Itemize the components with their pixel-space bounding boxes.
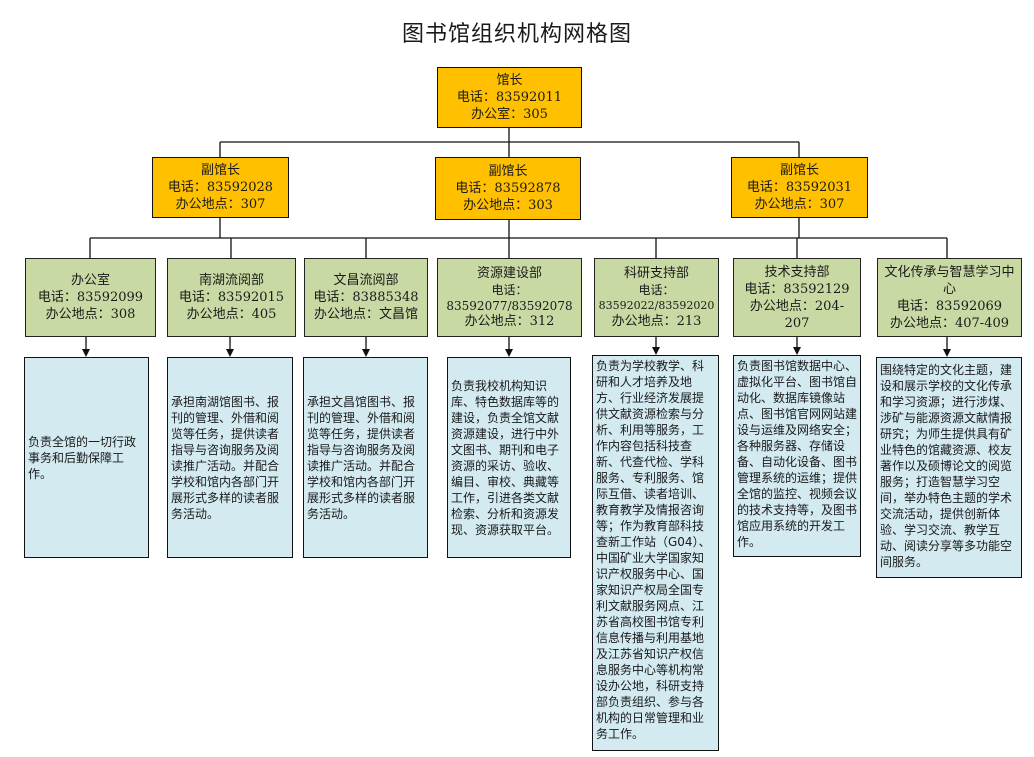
description-tech: 负责图书馆数据中心、虚拟化平台、图书馆自动化、数据库镜像站点、图书馆官网网站建设… bbox=[733, 355, 861, 557]
vice-director-role: 副馆长 bbox=[200, 163, 240, 178]
arrow-down-icon bbox=[793, 347, 801, 355]
description-text: 负责我校机构知识库、特色数据库等的建设，负责全馆文献资源建设，进行中外文图书、期… bbox=[451, 378, 560, 537]
department-box-wenchang: 文昌流阅部 电话：83885348 办公地点：文昌馆 bbox=[304, 258, 428, 337]
arrow-down-icon bbox=[652, 347, 660, 355]
department-office: 办公地点：213 bbox=[611, 313, 702, 329]
department-name: 资源建设部 bbox=[476, 265, 542, 281]
department-office: 办公地点：405 bbox=[186, 307, 277, 322]
director-role: 馆长 bbox=[496, 73, 523, 88]
department-phone: 电话：83592129 bbox=[744, 281, 850, 297]
department-office: 办公地点：204- bbox=[749, 298, 845, 314]
department-phone-label: 电话： bbox=[491, 282, 528, 297]
department-box-office: 办公室 电话：83592099 办公地点：308 bbox=[25, 258, 156, 337]
department-name: 办公室 bbox=[70, 273, 110, 288]
department-phone: 电话：83592099 bbox=[37, 290, 144, 305]
director-office: 办公室：305 bbox=[471, 107, 548, 122]
department-name: 南湖流阅部 bbox=[198, 273, 264, 288]
description-text: 负责为学校教学、科研和人才培养及地方、行业经济发展提供文献资源检索与分析、利用等… bbox=[596, 359, 711, 741]
description-office: 负责全馆的一切行政事务和后勤保障工作。 bbox=[24, 357, 149, 558]
vice-director-box: 副馆长 电话：83592878 办公地点：303 bbox=[435, 157, 581, 220]
vice-director-box: 副馆长 电话：83592031 办公地点：307 bbox=[731, 157, 868, 218]
vice-director-phone: 电话：83592031 bbox=[746, 180, 853, 195]
description-text: 负责全馆的一切行政事务和后勤保障工作。 bbox=[28, 434, 137, 481]
description-text: 围绕特定的文化主题，建设和展示学校的文化传承和学习资源；进行涉煤、涉矿与能源资源… bbox=[880, 363, 1013, 569]
arrow-down-icon bbox=[943, 349, 951, 357]
description-culture: 围绕特定的文化主题，建设和展示学校的文化传承和学习资源；进行涉煤、涉矿与能源资源… bbox=[876, 357, 1022, 578]
department-phone: 电话：83885348 bbox=[313, 290, 419, 305]
director-phone: 电话：83592011 bbox=[456, 90, 563, 105]
description-nanhu: 承担南湖馆图书、报刊的管理、外借和阅览等任务，提供读者指导与咨询服务及阅读推广活… bbox=[167, 357, 293, 558]
arrow-down-icon bbox=[362, 349, 370, 357]
arrow-down-icon bbox=[505, 349, 513, 357]
department-box-culture: 文化传承与智慧学习中心 电话：83592069 办公地点：407-409 bbox=[877, 258, 1022, 337]
department-box-nanhu: 南湖流阅部 电话：83592015 办公地点：405 bbox=[167, 258, 296, 337]
department-phone: 83592022/83592020 bbox=[598, 298, 715, 312]
department-name: 文昌流阅部 bbox=[333, 273, 399, 288]
description-text: 承担文昌馆图书、报刊的管理、外借和阅览等任务，提供读者指导与咨询服务及阅读推广活… bbox=[307, 394, 416, 521]
description-research: 负责为学校教学、科研和人才培养及地方、行业经济发展提供文献资源检索与分析、利用等… bbox=[592, 355, 719, 751]
vice-director-phone: 电话：83592028 bbox=[167, 180, 274, 195]
director-box: 馆长 电话：83592011 办公室：305 bbox=[437, 67, 582, 128]
department-name: 技术支持部 bbox=[764, 264, 830, 280]
description-wenchang: 承担文昌馆图书、报刊的管理、外借和阅览等任务，提供读者指导与咨询服务及阅读推广活… bbox=[303, 357, 428, 558]
vice-director-office: 办公地点：307 bbox=[754, 197, 845, 212]
department-phone-label: 电话： bbox=[638, 282, 675, 297]
department-office: 办公地点：407-409 bbox=[889, 315, 1010, 331]
department-box-resources: 资源建设部 电话： 83592077/83592078 办公地点：312 bbox=[437, 258, 582, 337]
description-text: 承担南湖馆图书、报刊的管理、外借和阅览等任务，提供读者指导与咨询服务及阅读推广活… bbox=[171, 394, 280, 521]
department-office: 办公地点：308 bbox=[45, 307, 136, 322]
department-box-tech: 技术支持部 电话：83592129 办公地点：204- 207 bbox=[733, 258, 861, 337]
department-phone: 电话：83592015 bbox=[178, 290, 285, 305]
description-resources: 负责我校机构知识库、特色数据库等的建设，负责全馆文献资源建设，进行中外文图书、期… bbox=[447, 357, 571, 558]
arrow-down-icon bbox=[82, 349, 90, 357]
vice-director-office: 办公地点：307 bbox=[175, 197, 266, 212]
vice-director-box: 副馆长 电话：83592028 办公地点：307 bbox=[152, 157, 289, 218]
vice-director-role: 副馆长 bbox=[779, 163, 819, 178]
department-name: 文化传承与智慧学习中心 bbox=[884, 264, 1015, 297]
department-name: 科研支持部 bbox=[623, 265, 689, 281]
department-office-cont: 207 bbox=[784, 315, 810, 331]
chart-title: 图书馆组织机构网格图 bbox=[401, 22, 632, 47]
department-phone: 83592077/83592078 bbox=[446, 298, 573, 313]
department-box-research: 科研支持部 电话： 83592022/83592020 办公地点：213 bbox=[594, 258, 719, 337]
vice-director-role: 副馆长 bbox=[488, 164, 528, 179]
department-office: 办公地点：文昌馆 bbox=[313, 307, 418, 322]
vice-director-office: 办公地点：303 bbox=[463, 198, 553, 213]
vice-director-phone: 电话：83592878 bbox=[455, 181, 561, 196]
arrow-down-icon bbox=[226, 349, 234, 357]
department-phone: 电话：83592069 bbox=[896, 298, 1003, 314]
description-text: 负责图书馆数据中心、虚拟化平台、图书馆自动化、数据库镜像站点、图书馆官网网站建设… bbox=[737, 359, 858, 549]
department-office: 办公地点：312 bbox=[464, 313, 555, 329]
